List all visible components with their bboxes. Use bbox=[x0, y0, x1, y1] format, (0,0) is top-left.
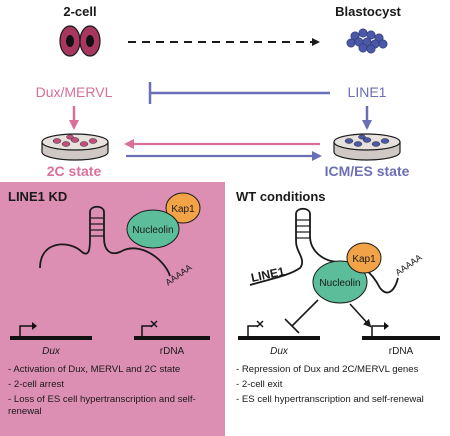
kd-panel-title: LINE1 KD bbox=[8, 189, 67, 204]
kd-line1-rna bbox=[39, 205, 171, 277]
kd-outcome-item: 2-cell arrest bbox=[8, 379, 218, 391]
label-es-state: ICM/ES state bbox=[325, 163, 410, 179]
kd-dux-label: Dux bbox=[42, 346, 61, 357]
wt-outcome-item: Repression of Dux and 2C/MERVL genes bbox=[236, 364, 446, 376]
wt-polya-tail: AAAAA bbox=[393, 252, 423, 277]
kd-rdna-label: rDNA bbox=[160, 346, 185, 357]
kd-outcome-list: Activation of Dux, MERVL and 2C state 2-… bbox=[8, 364, 218, 421]
wt-nucleolin-protein bbox=[312, 260, 368, 304]
kd-nucleolin-protein bbox=[126, 209, 180, 249]
wt-outcome-item: 2-cell exit bbox=[236, 379, 446, 391]
label-2cell: 2-cell bbox=[63, 4, 96, 19]
inhibition-connector bbox=[148, 82, 330, 104]
wt-kap1-label: Kap1 bbox=[352, 254, 376, 265]
kd-outcome-item: Loss of ES cell hypertranscription and s… bbox=[8, 394, 218, 418]
kd-rdna-gene bbox=[134, 320, 210, 340]
two-cell-embryo-icon bbox=[59, 25, 101, 57]
kd-dux-gene bbox=[10, 322, 92, 340]
kd-outcome-item: Activation of Dux, MERVL and 2C state bbox=[8, 364, 218, 376]
petri-dish-es-icon bbox=[333, 133, 401, 161]
label-2c-state: 2C state bbox=[47, 163, 102, 179]
label-line1-top: LINE1 bbox=[348, 84, 387, 100]
label-blastocyst: Blastocyst bbox=[335, 4, 401, 19]
wt-outcome-item: ES cell hypertranscription and self-rene… bbox=[236, 394, 446, 406]
wt-outcome-list: Repression of Dux and 2C/MERVL genes 2-c… bbox=[236, 364, 446, 409]
blastocyst-icon bbox=[346, 28, 388, 54]
wt-activation-arrow bbox=[349, 303, 372, 328]
wt-line1-rna bbox=[249, 207, 399, 294]
wt-panel-title: WT conditions bbox=[236, 189, 326, 204]
wt-nucleolin-label: Nucleolin bbox=[319, 278, 360, 289]
label-dux-mervl: Dux/MERVL bbox=[36, 84, 113, 100]
kd-kap1-label: Kap1 bbox=[171, 204, 195, 215]
wt-rdna-gene bbox=[362, 322, 440, 340]
wt-kap1-protein bbox=[346, 242, 382, 274]
wt-dux-gene bbox=[238, 320, 320, 340]
wt-repression-connector bbox=[284, 299, 319, 334]
wt-dux-label: Dux bbox=[270, 346, 289, 357]
wt-line1-label: LINE1 bbox=[250, 264, 286, 285]
kd-nucleolin-label: Nucleolin bbox=[132, 225, 173, 236]
kd-kap1-protein bbox=[165, 192, 201, 224]
wt-rdna-label: rDNA bbox=[389, 346, 414, 357]
petri-dish-2c-icon bbox=[41, 133, 109, 161]
